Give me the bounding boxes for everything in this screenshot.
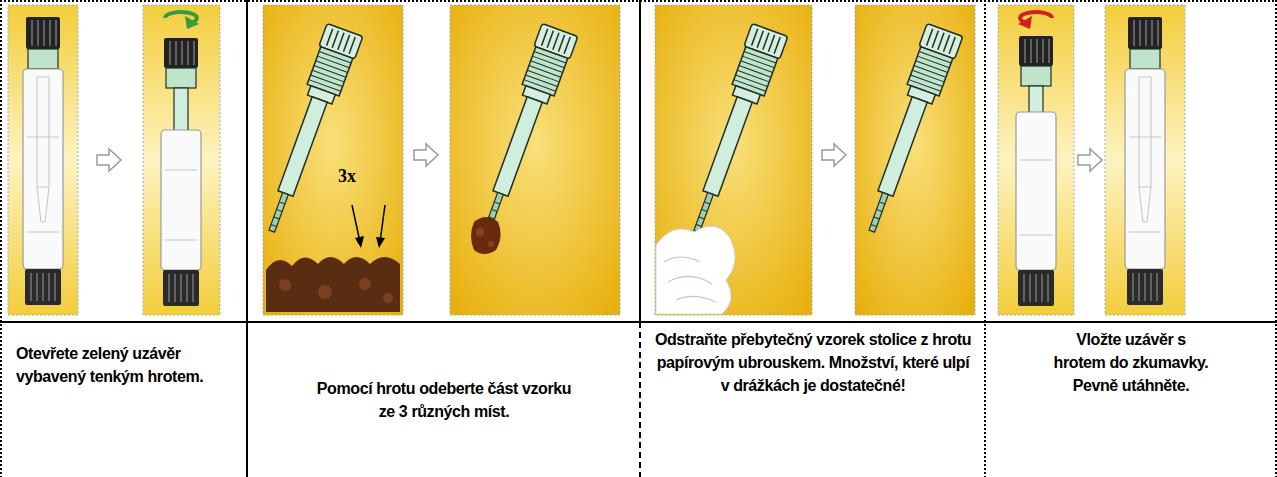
step-2-picture-part — [471, 217, 501, 254]
caption-cell: Pomocí hrotu odeberte část vzorku ze 3 r… — [250, 326, 638, 474]
step-1-picture-part-part — [166, 68, 196, 88]
frame-lines-part — [639, 322, 641, 477]
frame-lines-part — [0, 0, 2, 477]
step-4-picture-part — [1105, 5, 1185, 315]
step-4-picture-part — [1016, 12, 1056, 306]
step-2-picture-part — [355, 236, 385, 248]
step-3-picture-part — [822, 144, 846, 166]
caption-cell: Otevřete zelený uzávěr vybavený tenkým h… — [4, 326, 245, 474]
step-2-picture-part — [352, 205, 385, 242]
step-2-picture-part — [254, 24, 363, 238]
repeat-count: 3x — [338, 166, 356, 187]
step-2-picture — [254, 5, 620, 315]
frame-lines-part — [0, 321, 1277, 323]
step-2-picture-part — [450, 5, 620, 315]
step-1-picture-part-part — [169, 274, 193, 302]
step-1-picture-part-part — [163, 270, 199, 306]
step-1-picture-part — [8, 5, 78, 315]
step-2-picture-part — [488, 241, 494, 247]
step-4-picture-part — [1125, 17, 1165, 305]
step-3-picture-part — [854, 24, 963, 238]
step-4-picture-part-part — [1016, 112, 1056, 270]
step-1-picture-part — [143, 5, 220, 315]
step-3-picture-part — [679, 24, 788, 238]
caption-cell: Vložte uzávěr s hrotem do zkumavky. Pevn… — [988, 326, 1274, 474]
step-3-picture-part — [655, 5, 812, 315]
step-2-picture-part — [469, 24, 578, 238]
step-1-picture-part-part — [165, 170, 197, 240]
step-1-picture-part — [23, 17, 63, 305]
step-3-picture — [655, 5, 975, 315]
step-2-picture-part — [476, 228, 484, 236]
step-4-picture-part-part — [1018, 270, 1054, 306]
step-3-picture-part — [656, 226, 735, 314]
step-caption: Pomocí hrotu odeberte část vzorku ze 3 r… — [309, 377, 579, 423]
step-1-picture-part-part — [170, 41, 194, 65]
caption-cell: Odstraňte přebytečný vzorek stolice z hr… — [643, 326, 983, 474]
step-caption: Odstraňte přebytečný vzorek stolice z hr… — [652, 328, 974, 398]
frame-lines-part — [0, 0, 1277, 2]
step-4-picture-part-part — [1025, 39, 1049, 63]
frame-lines-part — [246, 0, 248, 477]
step-2-picture-part — [266, 257, 400, 312]
frame-lines-part — [984, 0, 986, 477]
frame-lines-part — [1275, 0, 1277, 477]
step-1-picture-part — [161, 12, 201, 306]
step-2-picture-part — [279, 279, 291, 291]
step-1-picture — [8, 5, 220, 315]
step-4-picture-part — [1078, 149, 1102, 171]
step-2-picture-part — [359, 278, 371, 290]
step-4-picture-part-part — [1020, 160, 1052, 235]
step-1-picture-part-part — [161, 130, 201, 270]
step-1-picture-part-part — [164, 38, 198, 68]
step-4-picture-part-part — [1018, 16, 1032, 29]
step-4-picture — [998, 5, 1185, 315]
step-1-picture-part-part — [185, 16, 199, 29]
frame-lines-part — [639, 0, 641, 322]
step-2-picture-part — [414, 144, 438, 166]
step-4-picture-part-part — [1024, 274, 1048, 302]
step-2-picture-part — [383, 293, 393, 303]
step-2-picture-part — [318, 285, 332, 299]
step-caption: Vložte uzávěr s hrotem do zkumavky. Pevn… — [1049, 328, 1214, 398]
step-4-picture-part-part — [1019, 36, 1053, 66]
step-3-picture-part — [664, 257, 716, 302]
step-4-picture-part-part — [1021, 66, 1051, 86]
step-1-picture-part — [97, 149, 121, 171]
step-4-picture-part — [998, 5, 1074, 315]
step-caption: Otevřete zelený uzávěr vybavený tenkým h… — [16, 342, 206, 388]
